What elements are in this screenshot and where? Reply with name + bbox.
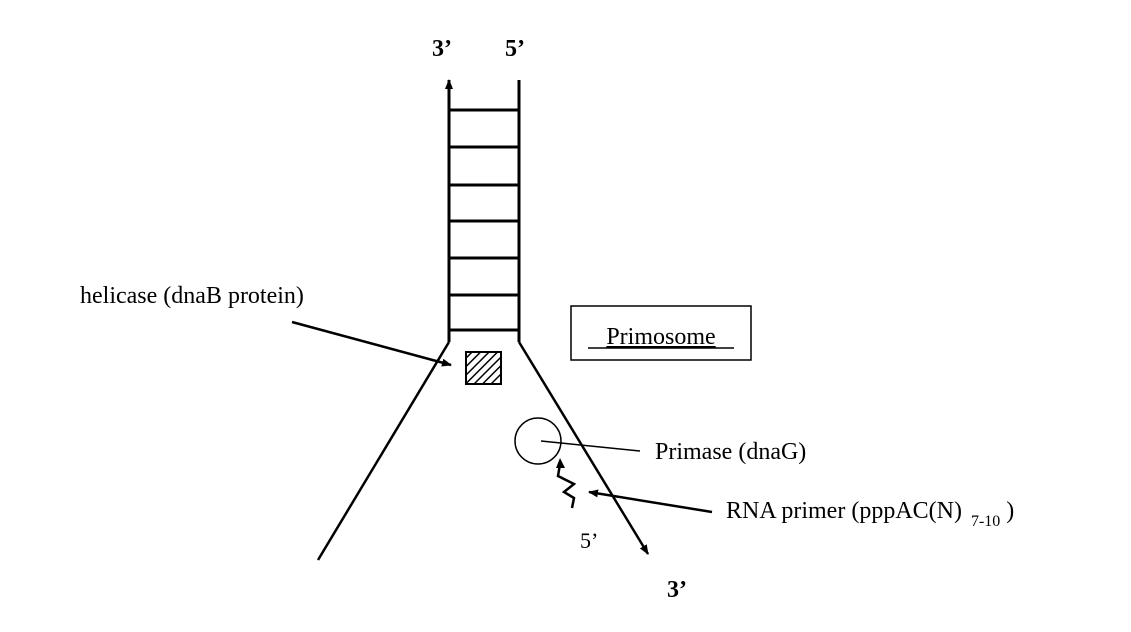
primosome-label: Primosome — [606, 324, 715, 350]
helicase-box — [465, 351, 502, 385]
right-fork-arm — [517, 341, 650, 555]
rna-primer-label-close: ) — [1006, 498, 1014, 524]
primase-label: Primase (dnaG) — [655, 439, 806, 465]
left-fork-arm — [316, 341, 451, 561]
base-pair-rungs — [449, 108, 519, 332]
primosome-box — [570, 305, 752, 361]
rna-primer-label-main: RNA primer (pppAC(N) — [726, 498, 962, 524]
helicase-pointer-arrow — [291, 320, 452, 367]
primer-5prime-label: 5’ — [580, 528, 598, 553]
rna-primer-arrowhead — [556, 458, 565, 468]
helicase-label: helicase (dnaB protein) — [80, 283, 304, 309]
rna-primer-zigzag — [556, 463, 577, 509]
rna-primer-label-subscript: 7-10 — [971, 513, 1000, 530]
rna-primer-pointer-arrow — [588, 489, 713, 514]
rna-primer-label: RNA primer (pppAC(N) 7-10 ) — [726, 498, 1014, 532]
primase-circle — [514, 417, 562, 465]
bottom-3prime-label: 3’ — [667, 577, 687, 603]
top-right-5prime-label: 5’ — [505, 36, 525, 62]
top-left-3prime-label: 3’ — [432, 36, 452, 62]
primase-pointer-line — [540, 440, 641, 452]
